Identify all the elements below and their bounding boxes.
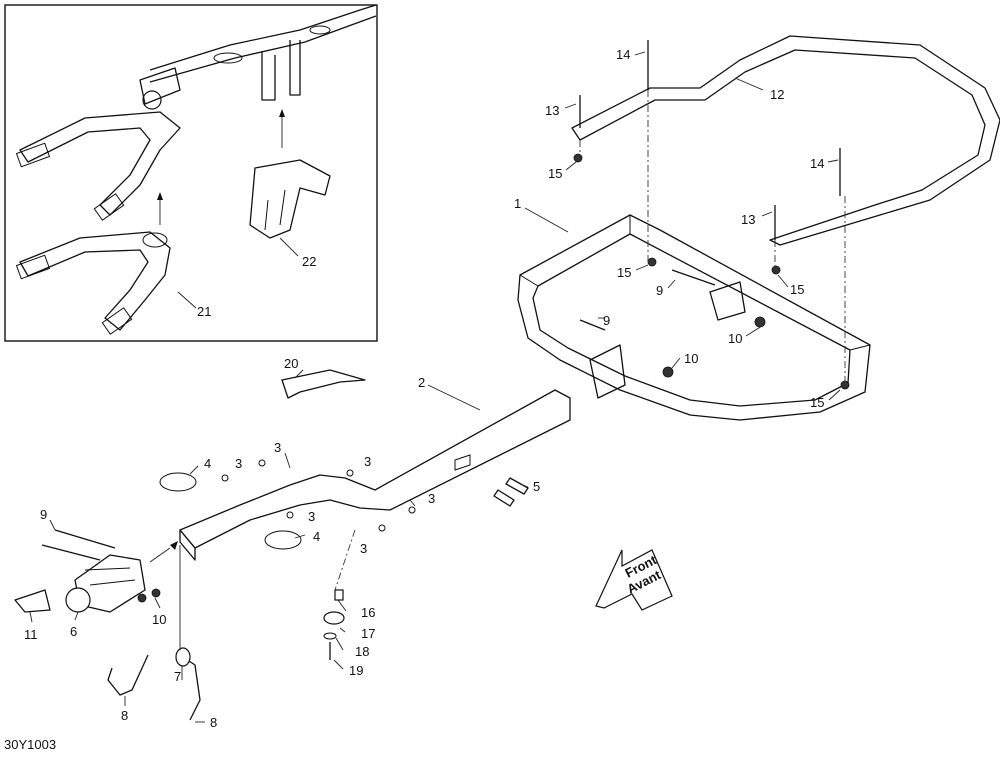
callout-22: 22 (302, 254, 316, 269)
callout-8b: 8 (210, 715, 217, 730)
gasket-parts-4 (159, 472, 302, 550)
callout-21: 21 (197, 304, 211, 319)
callout-9b: 9 (656, 283, 663, 298)
bolts-13-14-15 (573, 40, 850, 390)
tube-part-2 (179, 389, 571, 561)
callout-6: 6 (70, 624, 77, 639)
callout-3a: 3 (274, 440, 281, 455)
callout-13b: 13 (741, 212, 755, 227)
callout-19: 19 (349, 663, 363, 678)
callout-20: 20 (284, 356, 298, 371)
callout-16: 16 (361, 605, 375, 620)
callout-labels: 1 2 3 3 3 3 3 3 4 4 5 6 7 8 8 9 9 9 10 1… (24, 47, 824, 730)
callout-13a: 13 (545, 103, 559, 118)
safety-cable-part-7 (107, 545, 201, 721)
callout-3b: 3 (235, 456, 242, 471)
callout-18: 18 (355, 644, 369, 659)
callout-14a: 14 (616, 47, 630, 62)
bumper-parts-16-19 (323, 529, 356, 660)
callout-9c: 9 (603, 313, 610, 328)
callout-15d: 15 (810, 395, 824, 410)
callout-15c: 15 (790, 282, 804, 297)
callout-5: 5 (533, 479, 540, 494)
callout-4b: 4 (313, 529, 320, 544)
inset-panel (4, 4, 378, 342)
loop-bar-part-12 (571, 35, 1000, 246)
callout-8a: 8 (121, 708, 128, 723)
callout-12: 12 (770, 87, 784, 102)
callout-10c: 10 (684, 351, 698, 366)
strap-part-20 (281, 369, 366, 399)
callout-11: 11 (24, 627, 38, 642)
callout-9a: 9 (40, 507, 47, 522)
callout-17: 17 (361, 626, 375, 641)
rear-frame-part-1 (517, 214, 871, 421)
callout-3f: 3 (360, 541, 367, 556)
callout-2: 2 (418, 375, 425, 390)
callout-15b: 15 (617, 265, 631, 280)
callout-14b: 14 (810, 156, 824, 171)
callout-15a: 15 (548, 166, 562, 181)
callout-7: 7 (174, 669, 181, 684)
callout-1: 1 (514, 196, 521, 211)
callout-3d: 3 (428, 491, 435, 506)
coupler-part-6 (14, 529, 161, 613)
front-direction-arrow: Front Avant (595, 549, 673, 611)
callout-4a: 4 (204, 456, 211, 471)
leader-lines (29, 51, 841, 723)
callout-10b: 10 (728, 331, 742, 346)
callout-10a: 10 (152, 612, 166, 627)
pin-parts-5 (493, 477, 529, 507)
diagram-code: 30Y1003 (4, 737, 56, 752)
callout-3c: 3 (364, 454, 371, 469)
callout-3e: 3 (308, 509, 315, 524)
